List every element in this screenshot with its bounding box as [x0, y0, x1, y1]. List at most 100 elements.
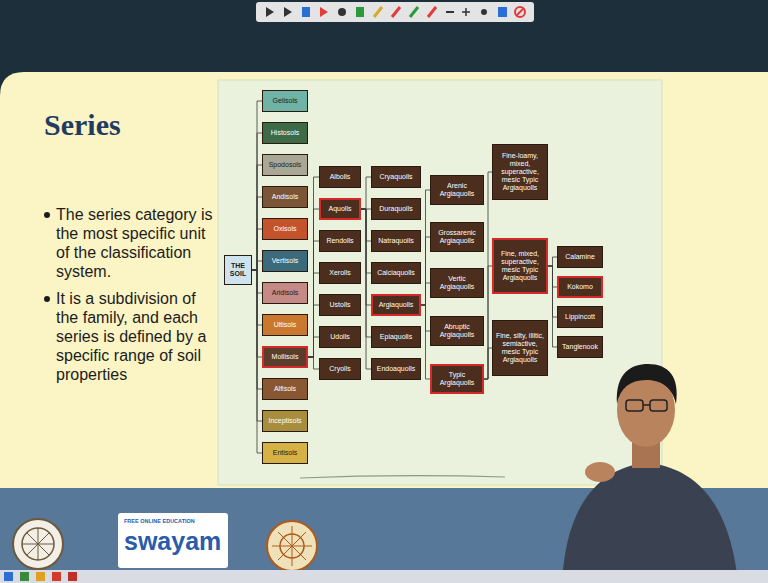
presenter-body [562, 464, 738, 583]
connector [484, 266, 492, 379]
emblem-logo [272, 526, 312, 566]
connector [421, 305, 430, 379]
bullet-text: It is a subdivision of the family, and e… [56, 289, 216, 384]
toolbar-icon [338, 8, 346, 16]
taskbar-icon [68, 572, 77, 581]
connector [252, 101, 262, 270]
family-box: Fine, silty, illitic, semiactive, mesic … [492, 320, 548, 376]
node-label: Endoaquolls [377, 365, 416, 373]
suborder-box: Rendolls [319, 230, 361, 252]
node-label: Xerolls [329, 269, 350, 277]
toolbar-icon [446, 11, 454, 13]
toolbar-icon [302, 7, 310, 17]
node-label: Argiaquolls [379, 301, 414, 309]
toolbar-icon [392, 7, 400, 17]
slide-title: Series [44, 108, 121, 142]
family-box: Fine-loamy, mixed, superactive, mesic Ty… [492, 144, 548, 200]
toolbar-icon [516, 8, 524, 16]
logo-wordmark: swayam [124, 527, 226, 556]
node-label: Spodosols [269, 161, 302, 169]
suborder-box: Xerolls [319, 262, 361, 284]
node-label: Cryaquolls [379, 173, 412, 181]
slide-ground [0, 72, 768, 488]
node-label: Entisols [273, 449, 298, 457]
suborder-box: Ustolls [319, 294, 361, 316]
node-label: Alfisols [274, 385, 296, 393]
taskbar-icon [4, 572, 13, 581]
node-label: Epiaquolls [380, 333, 412, 341]
toolbar-icon [284, 7, 292, 17]
node-label: Mollisols [272, 353, 299, 361]
connector [308, 305, 319, 357]
bullet-dot [44, 296, 50, 302]
connector [548, 257, 557, 266]
logo-tagline: FREE ONLINE EDUCATION [124, 518, 224, 525]
node-label: Fine-loamy, mixed, superactive, mesic Ty… [495, 152, 545, 192]
presenter-glasses [643, 404, 650, 406]
connector [308, 273, 319, 357]
node-label: Albolls [330, 173, 351, 181]
node-label: Fine, mixed, superactive, mesic Typic Ar… [496, 250, 544, 282]
toolbar-icon [356, 7, 364, 17]
taskbar-icon [52, 572, 61, 581]
great-group-box: Natraquolls [371, 230, 421, 252]
toolbar-icon [320, 7, 328, 17]
great-group-box: Duraquolls [371, 198, 421, 220]
pen-underline [300, 476, 505, 478]
suborder-box: Cryolls [319, 358, 361, 380]
order-box: Oxisols [262, 218, 308, 240]
node-label: Typic Argiaquolls [434, 371, 480, 387]
order-box: Histosols [262, 122, 308, 144]
family-box: Fine, mixed, superactive, mesic Typic Ar… [492, 238, 548, 294]
institute-logo [22, 528, 54, 560]
node-label: Ultisols [274, 321, 297, 329]
connector [484, 172, 492, 379]
node-label: THE SOIL [227, 262, 249, 278]
suborder-box: Aquolls [319, 198, 361, 220]
toolbar-icon [428, 7, 436, 17]
taskbar-icon [20, 572, 29, 581]
node-label: Grossarenic Argiaquolls [433, 229, 481, 245]
connector [421, 283, 430, 305]
connector [361, 177, 371, 209]
order-box: Ultisols [262, 314, 308, 336]
node-label: Calamine [565, 253, 595, 261]
node-label: Tanglenook [562, 343, 598, 351]
subgroup-box: Abruptic Argiaquolls [430, 316, 484, 346]
label-holder: The series category is the most specific… [56, 205, 216, 281]
toolbar-icon [374, 7, 382, 17]
presenter-glasses [650, 400, 667, 411]
presenter-hair [617, 364, 677, 404]
connector [308, 241, 319, 357]
node-label: Vertisols [272, 257, 298, 265]
connector [421, 237, 430, 305]
node-label: Natraquolls [378, 237, 413, 245]
presenter-glasses [626, 400, 643, 411]
node-label: Aquolls [329, 205, 352, 213]
connector [252, 133, 262, 270]
great-group-box: Cryaquolls [371, 166, 421, 188]
connector [252, 229, 262, 270]
connector [308, 177, 319, 357]
order-box: Spodosols [262, 154, 308, 176]
connector [252, 270, 262, 453]
node-label: Rendolls [326, 237, 353, 245]
great-group-box: Calciaquolls [371, 262, 421, 284]
emblem-logo [267, 521, 317, 571]
series-box: Calamine [557, 246, 603, 268]
series-box: Kokomo [557, 276, 603, 298]
node-label: Fine, silty, illitic, semiactive, mesic … [495, 332, 545, 364]
connector [252, 165, 262, 270]
node-label: Histosols [271, 129, 299, 137]
node-label: Kokomo [567, 283, 593, 291]
label-holder: It is a subdivision of the family, and e… [56, 289, 216, 384]
bullet-dot [44, 212, 50, 218]
toolbar-icon [481, 9, 487, 15]
connector [484, 348, 492, 379]
title-holder: Series [44, 108, 121, 142]
node-label: Duraquolls [379, 205, 412, 213]
order-box: Alfisols [262, 378, 308, 400]
pen-toolbar [256, 2, 534, 22]
